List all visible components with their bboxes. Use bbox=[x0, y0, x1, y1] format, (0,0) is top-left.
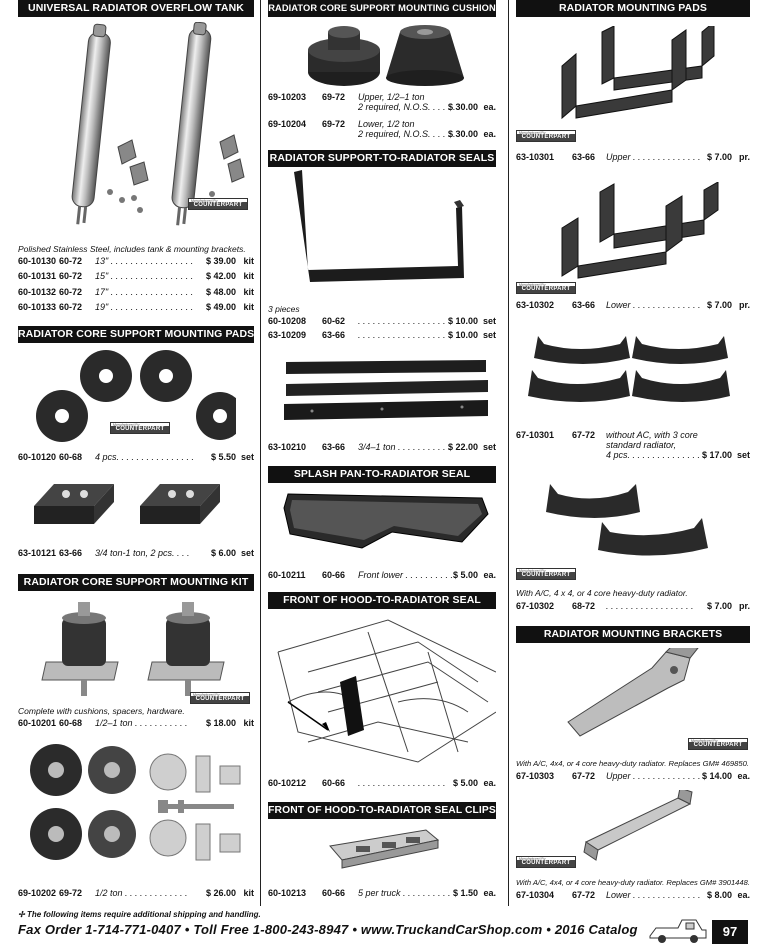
column-divider bbox=[508, 0, 509, 906]
column-2: RADIATOR CORE SUPPORT MOUNTING CUSHION 6… bbox=[268, 0, 496, 908]
section-header: RADIATOR CORE SUPPORT MOUNTING CUSHION bbox=[268, 0, 496, 17]
heavy-duty-pads-image bbox=[546, 484, 708, 556]
section-header: RADIATOR MOUNTING PADS bbox=[516, 0, 750, 17]
product-note: With A/C, 4x4, or 4 core heavy-duty radi… bbox=[516, 759, 749, 768]
product-row: standard radiator, bbox=[606, 440, 677, 450]
page-number: 97 bbox=[712, 920, 748, 944]
section-header: FRONT OF HOOD-TO-RADIATOR SEAL bbox=[268, 592, 496, 609]
section-header: SPLASH PAN-TO-RADIATOR SEAL bbox=[268, 466, 496, 483]
product-note: With A/C, 4x4, or 4 core heavy-duty radi… bbox=[516, 878, 750, 887]
contact-line: Fax Order 1-714-771-0407 • Toll Free 1-8… bbox=[18, 922, 638, 937]
upper-pads-image bbox=[561, 26, 715, 120]
column-divider bbox=[260, 0, 261, 906]
seal-strips-image bbox=[284, 360, 488, 420]
product-note: With A/C, 4 x 4, or 4 core heavy-duty ra… bbox=[516, 588, 688, 598]
thin-pads-image bbox=[34, 484, 220, 524]
lower-bracket-image bbox=[583, 790, 693, 861]
section-header: FRONT OF HOOD-TO-RADIATOR SEAL CLIPS bbox=[268, 802, 496, 819]
upper-bracket-image bbox=[567, 648, 699, 737]
pad-set-image bbox=[528, 336, 730, 402]
section-header: RADIATOR MOUNTING BRACKETS bbox=[516, 626, 750, 643]
product-row: 4 pcs. . . . . . . . . . . . . . .$ 17.0… bbox=[606, 450, 750, 460]
support-seals-image bbox=[294, 170, 464, 282]
mounting-kit-parts-image bbox=[30, 744, 241, 861]
splash-pan-seal-image bbox=[283, 493, 489, 549]
product-note: Complete with cushions, spacers, hardwar… bbox=[18, 706, 185, 716]
section-header: RADIATOR CORE SUPPORT MOUNTING PADS bbox=[18, 326, 254, 343]
mounting-pads-image bbox=[36, 350, 236, 442]
lower-pads-image bbox=[561, 182, 719, 279]
seal-clip-image bbox=[329, 829, 440, 869]
page-footer: ✢ The following items require additional… bbox=[0, 908, 770, 950]
section-header: RADIATOR CORE SUPPORT MOUNTING KIT bbox=[18, 574, 254, 591]
truck-icon bbox=[649, 919, 707, 943]
shipping-footnote: ✢ The following items require additional… bbox=[18, 910, 261, 919]
section-header: UNIVERSAL RADIATOR OVERFLOW TANK bbox=[18, 0, 254, 17]
product-note: Polished Stainless Steel, includes tank … bbox=[18, 244, 246, 254]
mounting-cushion-image bbox=[308, 25, 464, 86]
column-1: UNIVERSAL RADIATOR OVERFLOW TANK Manufac… bbox=[18, 0, 254, 908]
hood-seal-diagram bbox=[277, 619, 496, 763]
mounting-kit-image bbox=[41, 602, 225, 696]
section-header: RADIATOR SUPPORT-TO-RADIATOR SEALS bbox=[268, 150, 496, 167]
overflow-tank-image bbox=[71, 22, 245, 226]
product-note: 3 pieces bbox=[268, 304, 300, 314]
